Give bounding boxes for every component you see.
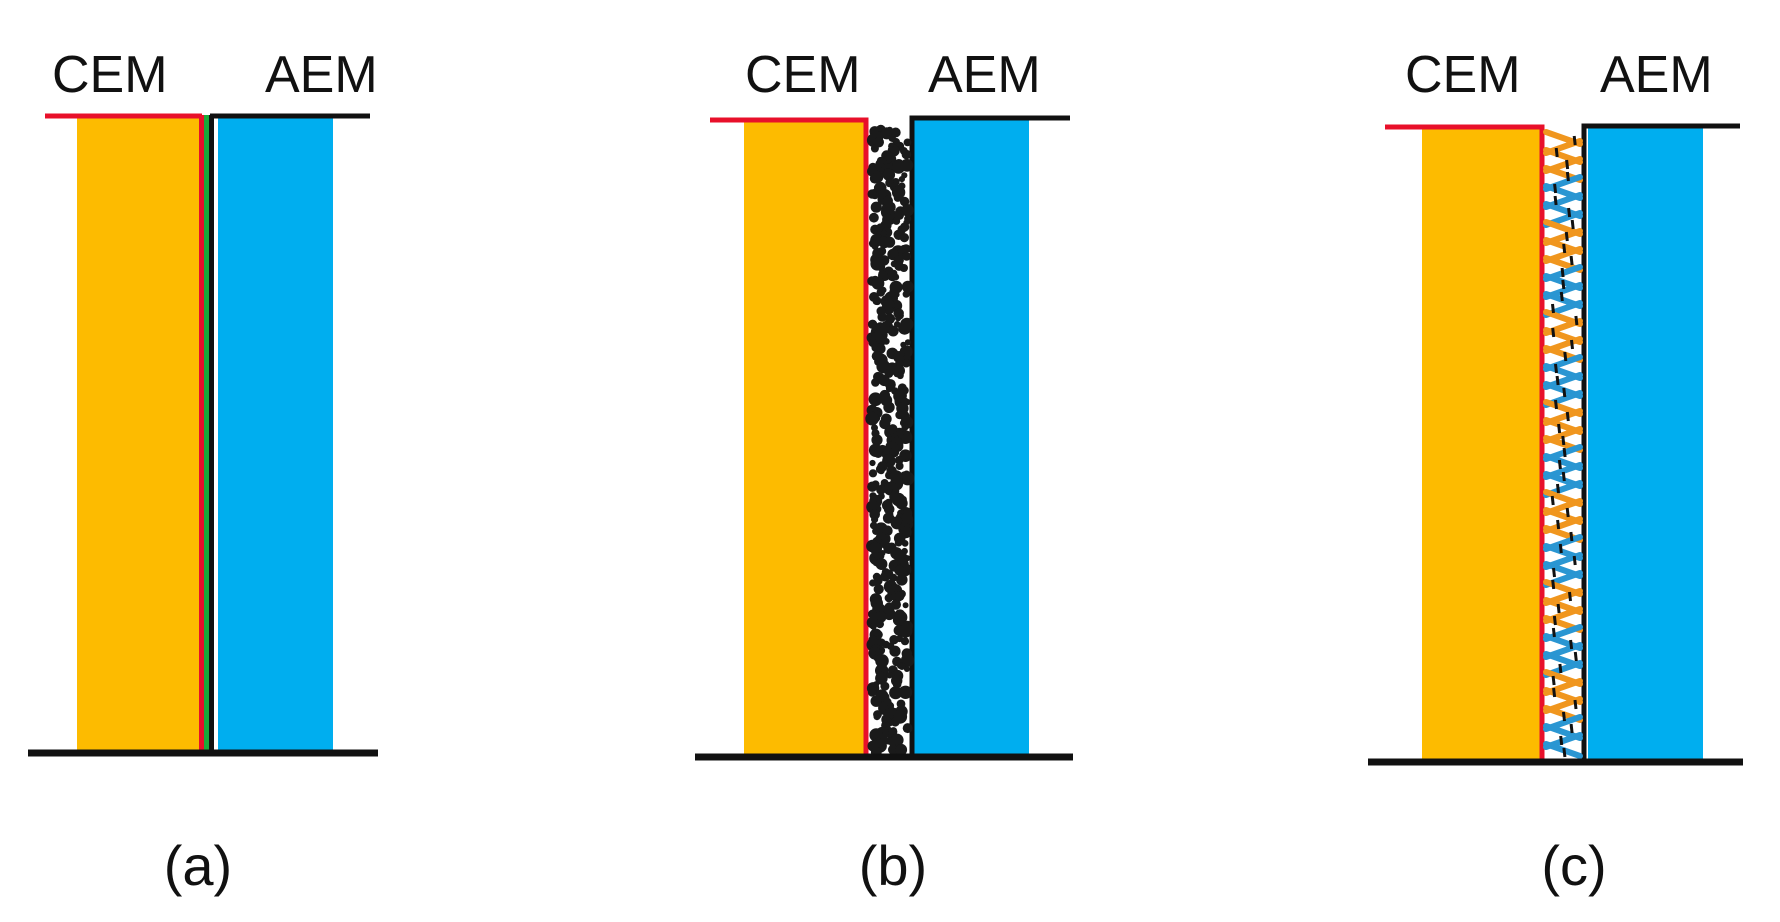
cem-layer (77, 117, 199, 752)
panel-c: CEM AEM (c) (1368, 46, 1743, 897)
panel-caption: (c) (1541, 834, 1606, 897)
aem-label: AEM (928, 46, 1041, 104)
panel-caption: (a) (164, 834, 232, 897)
aem-layer (914, 120, 1029, 755)
panel-a: CEM AEM (a) (28, 46, 378, 897)
cem-label: CEM (52, 46, 168, 104)
junction-particle-layer (865, 124, 915, 758)
cem-layer (1422, 128, 1542, 760)
panel-b: CEM AEM (b) (695, 46, 1073, 897)
junction-interlaced-fibers (1543, 129, 1583, 759)
cem-layer (744, 120, 866, 755)
cem-label: CEM (745, 46, 861, 104)
aem-layer (218, 117, 333, 752)
panel-caption: (b) (859, 834, 927, 897)
cem-edge (1385, 124, 1545, 760)
aem-edge (1581, 123, 1740, 760)
aem-edge (909, 115, 1070, 755)
junction-interlayer (199, 115, 214, 752)
aem-layer (1588, 128, 1703, 760)
cem-edge (710, 117, 869, 755)
cem-label: CEM (1405, 46, 1521, 104)
aem-label: AEM (265, 46, 378, 104)
aem-label: AEM (1600, 46, 1713, 104)
